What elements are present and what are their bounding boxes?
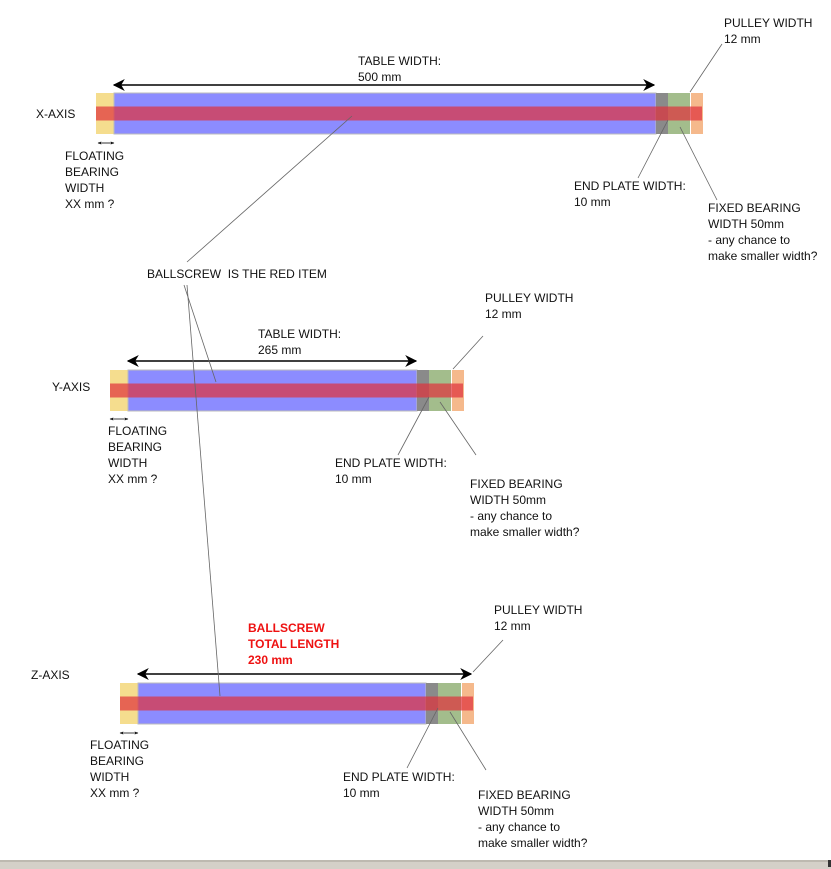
floating-label-y-3: WIDTH (108, 456, 148, 470)
fixed-label-z-1: FIXED BEARING (478, 788, 571, 802)
note-leader-y (183, 284, 217, 383)
floating-label-z-2: BEARING (90, 754, 145, 768)
fixed-label-x-1: FIXED BEARING (708, 201, 801, 215)
fixed-bearing-leader-y (439, 401, 477, 456)
pulley-value-z: 12 mm (494, 619, 531, 633)
fixed-label-x-4: make smaller width? (708, 249, 818, 263)
end-plate-value-x: 10 mm (574, 195, 611, 209)
pulley-label-y: PULLEY WIDTH (485, 291, 574, 305)
floating-label-y-1: FLOATING (108, 424, 168, 438)
floating-label-x-3: WIDTH (65, 181, 105, 195)
horizontal-scrollbar[interactable] (0, 860, 831, 869)
end-plate-leader-z (406, 707, 439, 769)
dimension-label-x: TABLE WIDTH: (358, 54, 442, 68)
end-plate-leader-x (637, 119, 669, 179)
pulley-leader-y (452, 335, 484, 370)
floating-label-x-1: FLOATING (65, 149, 125, 163)
ballscrew-x (96, 106, 702, 121)
fixed-bearing-leader-z (449, 711, 487, 771)
end-plate-label-z: END PLATE WIDTH: (343, 770, 455, 784)
resize-grip[interactable] (828, 860, 831, 867)
dimension-value-z: 230 mm (248, 653, 293, 667)
ballscrew-z (120, 696, 473, 711)
dimension-value-x: 500 mm (358, 70, 402, 84)
end-plate-label-x: END PLATE WIDTH: (574, 179, 686, 193)
pulley-value-x: 12 mm (724, 32, 761, 46)
fixed-label-x-3: - any chance to (708, 233, 791, 247)
fixed-label-x-2: WIDTH 50mm (708, 217, 784, 231)
floating-label-z-4: XX mm ? (90, 786, 140, 800)
ballscrew-note: BALLSCREW IS THE RED ITEM (147, 267, 327, 281)
axis-name-x: X-AXIS (36, 107, 76, 121)
floating-label-y-2: BEARING (108, 440, 163, 454)
fixed-label-y-3: - any chance to (470, 509, 553, 523)
pulley-leader-x (689, 43, 723, 93)
pulley-leader-z (472, 639, 504, 673)
end-plate-value-z: 10 mm (343, 786, 380, 800)
floating-label-x-2: BEARING (65, 165, 120, 179)
axis-name-z: Z-AXIS (31, 668, 70, 682)
pulley-label-z: PULLEY WIDTH (494, 603, 583, 617)
pulley-value-y: 12 mm (485, 307, 522, 321)
end-plate-value-y: 10 mm (335, 472, 372, 486)
floating-label-y-4: XX mm ? (108, 472, 158, 486)
ballscrew-y (110, 383, 463, 398)
fixed-bearing-leader-x (679, 126, 718, 201)
fixed-label-z-3: - any chance to (478, 820, 561, 834)
axis-name-y: Y-AXIS (52, 380, 91, 394)
pulley-label-x: PULLEY WIDTH (724, 16, 813, 30)
dimension-label2-z: TOTAL LENGTH (248, 637, 340, 651)
floating-label-x-4: XX mm ? (65, 197, 115, 211)
floating-label-z-3: WIDTH (90, 770, 130, 784)
fixed-label-y-1: FIXED BEARING (470, 477, 563, 491)
fixed-label-z-2: WIDTH 50mm (478, 804, 554, 818)
dimension-label-y: TABLE WIDTH: (258, 327, 342, 341)
fixed-label-z-4: make smaller width? (478, 836, 588, 850)
fixed-label-y-2: WIDTH 50mm (470, 493, 546, 507)
fixed-label-y-4: make smaller width? (470, 525, 580, 539)
dimension-label-z: BALLSCREW (248, 621, 325, 635)
note-leader-z (186, 284, 221, 697)
note-leader-x (186, 115, 353, 263)
end-plate-leader-y (397, 396, 430, 456)
dimension-value-y: 265 mm (258, 343, 302, 357)
floating-label-z-1: FLOATING (90, 738, 150, 752)
end-plate-label-y: END PLATE WIDTH: (335, 456, 447, 470)
